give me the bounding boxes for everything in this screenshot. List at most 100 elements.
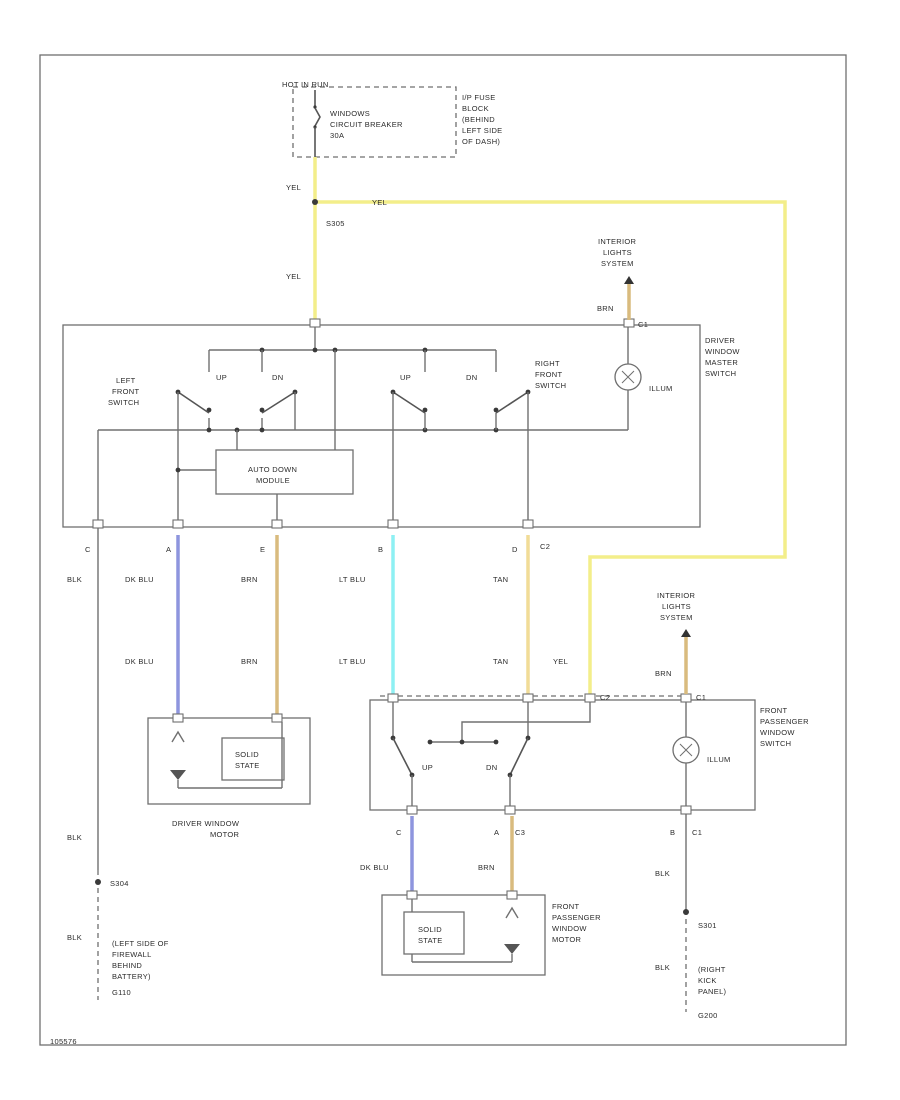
right-up-contact xyxy=(422,407,428,413)
left-ground-loc-3: BEHIND xyxy=(112,961,142,970)
blk-label-4: BLK xyxy=(655,869,670,878)
left-dn-label: DN xyxy=(272,373,283,382)
tan-label-2: TAN xyxy=(493,657,508,666)
module-label-2: MODULE xyxy=(256,476,290,485)
driver-switch-title-2: WINDOW xyxy=(705,347,740,356)
gbus-node-3 xyxy=(259,427,265,433)
left-dn-blade xyxy=(261,391,296,414)
pass-dn-blade xyxy=(509,737,529,776)
pass-feed-line xyxy=(461,702,591,742)
splice-s301-dot xyxy=(683,909,689,915)
pass-pin-c1-label: C1 xyxy=(692,828,702,837)
blk-label-1: BLK xyxy=(67,575,82,584)
breaker-label-2: CIRCUIT BREAKER xyxy=(330,120,403,129)
pass-conn-illum xyxy=(680,693,692,703)
fuse-block-label-5: OF DASH) xyxy=(462,137,500,146)
pass-pin-c1-top: C1 xyxy=(696,693,706,702)
left-up-contact xyxy=(206,407,212,413)
pass-conn-e xyxy=(387,693,399,703)
module-label-1: AUTO DOWN xyxy=(248,465,297,474)
driver-motor-conn-b xyxy=(271,713,283,723)
int-lights-2-arrow xyxy=(681,629,691,637)
pass-switch-title-4: SWITCH xyxy=(760,739,791,748)
yel-label-1: YEL xyxy=(286,183,301,192)
blk-label-3: BLK xyxy=(67,933,82,942)
pass-up-blade xyxy=(392,737,413,776)
driver-illum-label: ILLUM xyxy=(649,384,673,393)
driver-switch-pin-c1: C1 xyxy=(638,320,648,329)
yel-label-4: YEL xyxy=(553,657,568,666)
module-node-a xyxy=(175,467,181,473)
brn-label-2: BRN xyxy=(241,657,258,666)
pass-switch-title-3: WINDOW xyxy=(760,728,795,737)
driver-ss-label-1: SOLID xyxy=(235,750,259,759)
yel-label-3: YEL xyxy=(286,272,301,281)
blk-label-5: BLK xyxy=(655,963,670,972)
fuse-block-label-2: BLOCK xyxy=(462,104,489,113)
driver-window-motor xyxy=(147,717,311,805)
connector-top-power xyxy=(309,318,321,328)
splice-s304-dot xyxy=(95,879,101,885)
right-switch-label-2: FRONT xyxy=(535,370,562,379)
right-dn-blade xyxy=(495,391,529,414)
pass-pin-a-label: A xyxy=(494,828,499,837)
brn-label-1: BRN xyxy=(241,575,258,584)
right-up-label: UP xyxy=(400,373,411,382)
diagram-frame xyxy=(39,54,847,1046)
breaker-label-3: 30A xyxy=(330,131,344,140)
pass-pin-c2: C2 xyxy=(600,693,610,702)
driver-ss-label-2: STATE xyxy=(235,761,260,770)
pass-window-motor xyxy=(381,894,546,976)
brn-label-driver-illum: BRN xyxy=(597,304,614,313)
driver-solid-state xyxy=(221,737,285,781)
pass-conn-d xyxy=(522,693,534,703)
pass-up-label: UP xyxy=(422,763,433,772)
left-ground-loc-4: BATTERY) xyxy=(112,972,151,981)
pass-dn-label: DN xyxy=(486,763,497,772)
driver-motor-arrow xyxy=(171,730,185,743)
pin-a-label: A xyxy=(166,545,171,554)
pass-motor-title-1: FRONT xyxy=(552,902,579,911)
fuse-block-label-3: (BEHIND xyxy=(462,115,495,124)
pass-switch-title-1: FRONT xyxy=(760,706,787,715)
driver-motor-title-2: MOTOR xyxy=(210,830,240,839)
blk-label-2: BLK xyxy=(67,833,82,842)
int-lights-1-line2: LIGHTS xyxy=(603,248,632,257)
pass-illum-filament xyxy=(679,743,693,757)
lt-blu-label-2: LT BLU xyxy=(339,657,366,666)
pass-conn-b xyxy=(680,805,692,815)
driver-motor-symbol xyxy=(170,770,186,780)
driver-motor-conn-a xyxy=(172,713,184,723)
pass-node-2 xyxy=(459,739,465,745)
bus-node-2 xyxy=(312,347,318,353)
pass-node-3 xyxy=(493,739,499,745)
splice-s301-label: S301 xyxy=(698,921,717,930)
int-lights-1-line3: SYSTEM xyxy=(601,259,634,268)
fuse-block-label-4: LEFT SIDE xyxy=(462,126,503,135)
pass-node-1 xyxy=(427,739,433,745)
driver-switch-title-1: DRIVER xyxy=(705,336,735,345)
pass-ss-label-2: STATE xyxy=(418,936,443,945)
pass-pin-c-label: C xyxy=(396,828,402,837)
pin-d-label: D xyxy=(512,545,518,554)
left-up-label: UP xyxy=(216,373,227,382)
right-up-blade xyxy=(392,391,426,414)
fuse-block-outline xyxy=(292,86,457,158)
driver-illum-filament xyxy=(621,370,635,384)
pin-e-label: E xyxy=(260,545,265,554)
left-switch-label-2: FRONT xyxy=(112,387,139,396)
pin-c-label: C xyxy=(85,545,91,554)
breaker-label-1: WINDOWS xyxy=(330,109,370,118)
pass-switch-title-2: PASSENGER xyxy=(760,717,809,726)
splice-s305-label: S305 xyxy=(326,219,345,228)
pass-motor-title-2: PASSENGER xyxy=(552,913,601,922)
left-up-blade xyxy=(177,391,210,414)
pin-c2-label: C2 xyxy=(540,542,550,551)
pass-motor-title-4: MOTOR xyxy=(552,935,582,944)
brn-label-3: BRN xyxy=(478,863,495,872)
right-switch-label-1: RIGHT xyxy=(535,359,560,368)
pass-conn-g xyxy=(406,805,418,815)
left-ground-g110: G110 xyxy=(112,988,131,997)
left-switch-label-1: LEFT xyxy=(116,376,136,385)
